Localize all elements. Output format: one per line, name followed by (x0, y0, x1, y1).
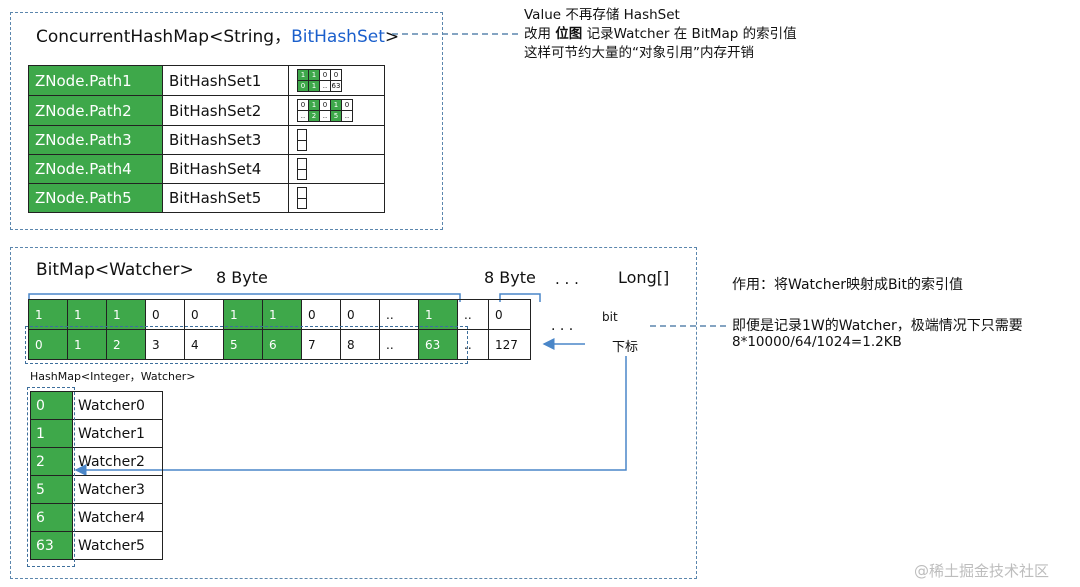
empty-bitset (297, 129, 307, 151)
hashmap-key: 1 (30, 419, 73, 448)
bitset-preview: 0 1 0 1 0 .. 2 .. 5 .. (288, 95, 385, 126)
map-key: ZNode.Path3 (28, 125, 163, 155)
mini-cell: 1 (308, 80, 320, 92)
bitmap-table: 1 1 1 0 0 1 1 0 0 .. 1 .. 0 0 1 2 3 4 5 … (28, 299, 531, 360)
watermark: @稀土掘金技术社区 (914, 562, 1050, 580)
index-cell: 2 (106, 329, 146, 360)
map-key: ZNode.Path2 (28, 95, 163, 126)
hashmap-value: Watcher1 (72, 419, 163, 448)
index-cell: 4 (184, 329, 224, 360)
empty-bitset (297, 158, 307, 180)
index-row-highlight (25, 326, 468, 364)
hashmap-value: Watcher0 (72, 391, 163, 420)
mini-cell: 63 (330, 80, 342, 92)
bitmap-box (10, 247, 697, 579)
index-cell: 127 (488, 329, 531, 360)
note-top-line1: Value 不再存储 HashSet (524, 7, 680, 23)
table-row: ZNode.Path4 BitHashSet4 (28, 154, 385, 184)
note-top-line2-a: 改用 (524, 26, 556, 42)
index-cell: 1 (67, 329, 107, 360)
table-row: ZNode.Path1 BitHashSet1 1 1 0 0 0 1 .. 6… (28, 65, 385, 96)
index-cell: 5 (223, 329, 263, 360)
mini-bitset-2: 0 1 0 1 0 .. 2 .. 5 .. (297, 99, 353, 122)
hashmap-key-highlight (27, 387, 75, 567)
bit-cell: 0 (488, 299, 531, 330)
table-row: 0 Watcher0 (30, 391, 163, 420)
map-value: BitHashSet2 (162, 95, 289, 126)
note-bottom-line1: 作用：将Watcher映射成Bit的索引值 (732, 277, 963, 293)
note-bottom-line2: 即便是记录1W的Watcher，极端情况下只需要 (732, 318, 1023, 334)
mini-cell: .. (341, 110, 353, 122)
empty-bitset (297, 187, 307, 209)
bit-cell: 1 (262, 299, 302, 330)
map-value: BitHashSet5 (162, 183, 289, 213)
bit-cell: 1 (223, 299, 263, 330)
ellipsis-label: . . . (555, 270, 579, 288)
note-top-line3: 这样可节约大量的“对象引用”内存开销 (524, 45, 754, 61)
bitset-preview: 1 1 0 0 0 1 .. 63 (288, 65, 385, 96)
bit-cell: 1 (418, 299, 458, 330)
hashmap-key: 63 (30, 531, 73, 560)
concurrent-hashmap-title: ConcurrentHashMap<String，BitHashSet> (36, 22, 399, 47)
hashmap-value: Watcher2 (72, 447, 163, 476)
table-row: 6 Watcher4 (30, 503, 163, 532)
bitset-preview (288, 154, 385, 184)
hashmap-value: Watcher4 (72, 503, 163, 532)
table-row: 1 Watcher1 (30, 419, 163, 448)
index-label: 下标 (612, 340, 639, 355)
hashmap-key: 6 (30, 503, 73, 532)
table-row: 5 Watcher3 (30, 475, 163, 504)
index-cell: 6 (262, 329, 302, 360)
concurrent-hashmap-table: ZNode.Path1 BitHashSet1 1 1 0 0 0 1 .. 6… (28, 65, 385, 213)
concurrent-hashmap-box (10, 12, 443, 230)
bitset-preview (288, 183, 385, 213)
long-array-label: Long[] (618, 268, 670, 287)
note-top: Value 不再存储 HashSet 改用 位图 记录Watcher 在 Bit… (524, 6, 797, 63)
note-top-line2-b: 位图 (555, 26, 583, 42)
bit-label: bit (602, 310, 618, 324)
table-row: ZNode.Path2 BitHashSet2 0 1 0 1 0 .. 2 .… (28, 95, 385, 126)
byte-label-1: 8 Byte (216, 268, 268, 287)
index-row: 0 1 2 3 4 5 6 7 8 .. 63 .. 127 (28, 329, 531, 360)
index-cell: 0 (28, 329, 68, 360)
note-top-line2: 改用 位图 记录Watcher 在 BitMap 的索引值 (524, 25, 797, 44)
title-part-1: ConcurrentHashMap<String， (36, 27, 292, 47)
mid-ellipsis: . . . (551, 318, 574, 334)
bit-cell: .. (457, 299, 489, 330)
index-cell: 3 (145, 329, 185, 360)
index-cell: 63 (418, 329, 458, 360)
mini-bitset-1: 1 1 0 0 0 1 .. 63 (297, 69, 342, 92)
table-row: 2 Watcher2 (30, 447, 163, 476)
index-cell: 8 (340, 329, 380, 360)
title-part-2: BitHashSet (291, 27, 385, 47)
note-top-line2-c: 记录Watcher 在 BitMap 的索引值 (582, 26, 797, 42)
table-row: 63 Watcher5 (30, 531, 163, 560)
bit-cell: 1 (67, 299, 107, 330)
mini-cell: 0 (297, 80, 309, 92)
map-value: BitHashSet3 (162, 125, 289, 155)
bitmap-title: BitMap<Watcher> (36, 260, 194, 280)
hashmap-table: 0 Watcher0 1 Watcher1 2 Watcher2 5 Watch… (30, 391, 163, 560)
hashmap-value: Watcher3 (72, 475, 163, 504)
note-bottom-line3: 8*10000/64/1024=1.2KB (732, 334, 902, 350)
byte-label-2: 8 Byte (484, 268, 536, 287)
hashmap-title: HashMap<Integer，Watcher> (30, 370, 196, 383)
hashmap-value: Watcher5 (72, 531, 163, 560)
table-row: ZNode.Path5 BitHashSet5 (28, 183, 385, 213)
map-key: ZNode.Path5 (28, 183, 163, 213)
mini-cell: 0 (341, 99, 353, 111)
map-value: BitHashSet1 (162, 65, 289, 96)
hashmap-key: 2 (30, 447, 73, 476)
title-part-3: > (384, 27, 400, 47)
index-cell: .. (379, 329, 419, 360)
hashmap-key: 0 (30, 391, 73, 420)
bit-cell: 1 (106, 299, 146, 330)
bit-cell: 0 (340, 299, 380, 330)
